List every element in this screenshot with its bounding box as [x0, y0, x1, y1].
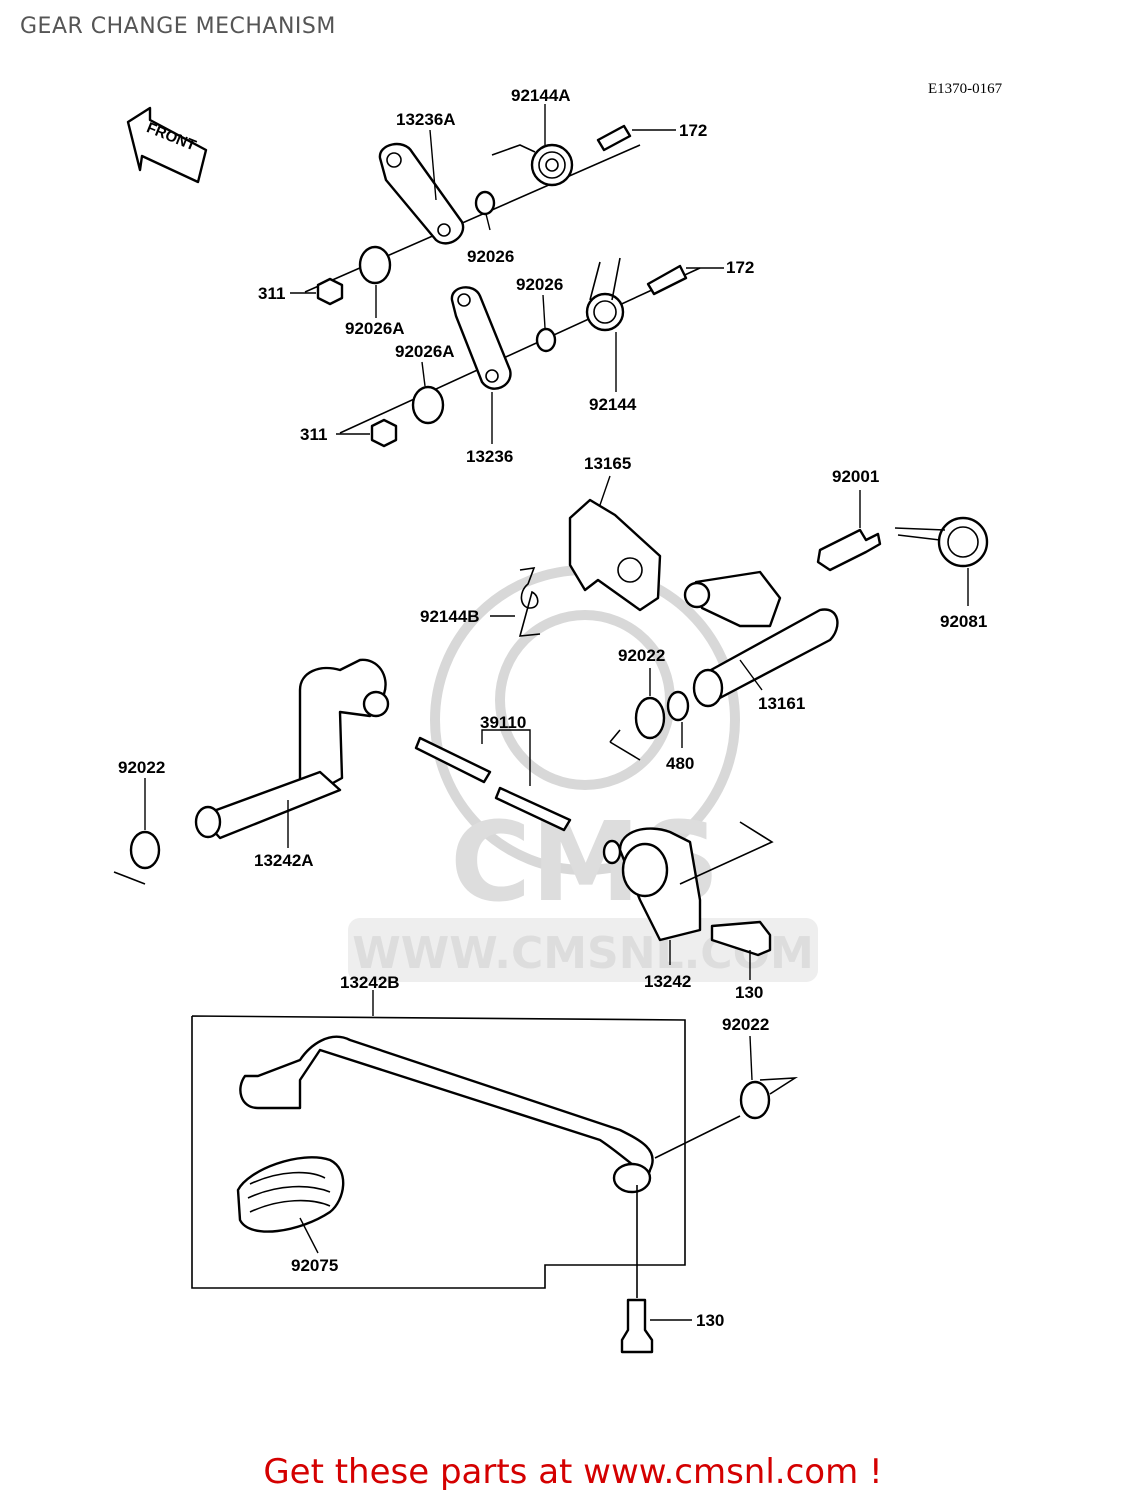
plate-13165: [568, 498, 662, 612]
part-label-92022-pedal: 92022: [722, 1015, 769, 1034]
part-label-92022-left: 92022: [118, 758, 165, 777]
washer-92026-lower: [535, 327, 557, 353]
rod-39110-rear: [494, 786, 572, 832]
part-label-92144: 92144: [589, 395, 637, 414]
nut-311-upper: [316, 277, 344, 306]
arm-13236: [450, 286, 512, 390]
part-label-13242A: 13242A: [254, 851, 314, 870]
spring-92144: [585, 257, 625, 332]
part-label-92026-upper: 92026: [467, 247, 514, 266]
rubber-92075: [236, 1156, 345, 1233]
part-label-480: 480: [666, 754, 694, 773]
spring-92081: [894, 516, 989, 568]
part-label-13236A: 13236A: [396, 110, 456, 129]
shift-pedal-assembly: [191, 1015, 799, 1354]
collar-92026A-upper: [358, 245, 392, 285]
front-arrow-icon: FRONT: [126, 106, 208, 184]
part-label-172-lower: 172: [726, 258, 754, 277]
part-label-92026A-lower: 92026A: [395, 342, 455, 361]
pedal-13242B: [239, 1035, 654, 1175]
lever-13242A-shaft: [198, 770, 342, 840]
nut-311-lower: [370, 418, 398, 448]
pin-172-upper: [596, 124, 632, 152]
shift-shaft-assembly: [518, 498, 989, 761]
collar-92026A-lower: [411, 385, 445, 425]
part-label-13242B: 13242B: [340, 973, 400, 992]
washer-92026-upper: [474, 190, 496, 216]
part-label-92026A-upper: 92026A: [345, 319, 405, 338]
part-label-311-lower: 311: [300, 425, 327, 444]
part-label-92022-shaft: 92022: [618, 646, 665, 665]
drawing-code: E1370-0167: [928, 81, 1003, 97]
upper-linkage-assembly: [304, 124, 701, 448]
arm-13236A: [378, 142, 465, 245]
pedal-group-frame: [191, 1015, 686, 1289]
page-title: GEAR CHANGE MECHANISM: [20, 14, 336, 39]
watermark: CMS WWW.CMSNL.COM: [348, 565, 818, 982]
part-label-13242: 13242: [644, 972, 691, 991]
part-labels: 13236A 92144A 172 92026 172 311 92026 92…: [118, 86, 987, 1330]
part-label-13236: 13236: [466, 447, 513, 466]
pin-92001: [816, 528, 882, 572]
watermark-url-box: [348, 918, 818, 982]
tie-rod-assembly: [113, 658, 774, 957]
part-label-311-upper: 311: [258, 284, 285, 303]
spring-92144A: [491, 143, 574, 187]
bolt-130-upper: [710, 920, 772, 957]
lower-axis-line: [339, 267, 701, 434]
part-label-92081: 92081: [940, 612, 987, 631]
circlip-480: [666, 690, 690, 722]
leader-lines: [144, 104, 969, 1321]
part-label-92001: 92001: [832, 467, 879, 486]
part-label-92144A: 92144A: [511, 86, 571, 105]
part-label-92144B: 92144B: [420, 607, 480, 626]
part-label-172-upper: 172: [679, 121, 707, 140]
part-label-39110: 39110: [480, 713, 526, 732]
washer-92022-left: [129, 830, 161, 870]
get-parts-link[interactable]: Get these parts at www.cmsnl.com !: [263, 1452, 883, 1492]
rod-39110-front: [414, 736, 492, 784]
spring-92144B: [518, 567, 541, 637]
part-label-13165: 13165: [584, 454, 631, 473]
upper-axis-line: [304, 144, 641, 293]
washer-92022-shaft: [634, 696, 666, 740]
bolt-130-lower: [620, 1298, 654, 1354]
part-label-130-lower: 130: [696, 1311, 724, 1330]
lever-13242A-head: [298, 658, 387, 792]
pin-172-lower: [646, 264, 688, 296]
shaft-13161-arm: [694, 570, 782, 628]
part-label-92075: 92075: [291, 1256, 338, 1275]
part-label-130-upper: 130: [735, 983, 763, 1002]
part-label-13161: 13161: [758, 694, 805, 713]
washer-92022-pedal: [739, 1080, 771, 1120]
arm-13236A-hole: [386, 152, 402, 168]
shaft-13161: [698, 608, 839, 702]
part-label-92026-lower: 92026: [516, 275, 563, 294]
